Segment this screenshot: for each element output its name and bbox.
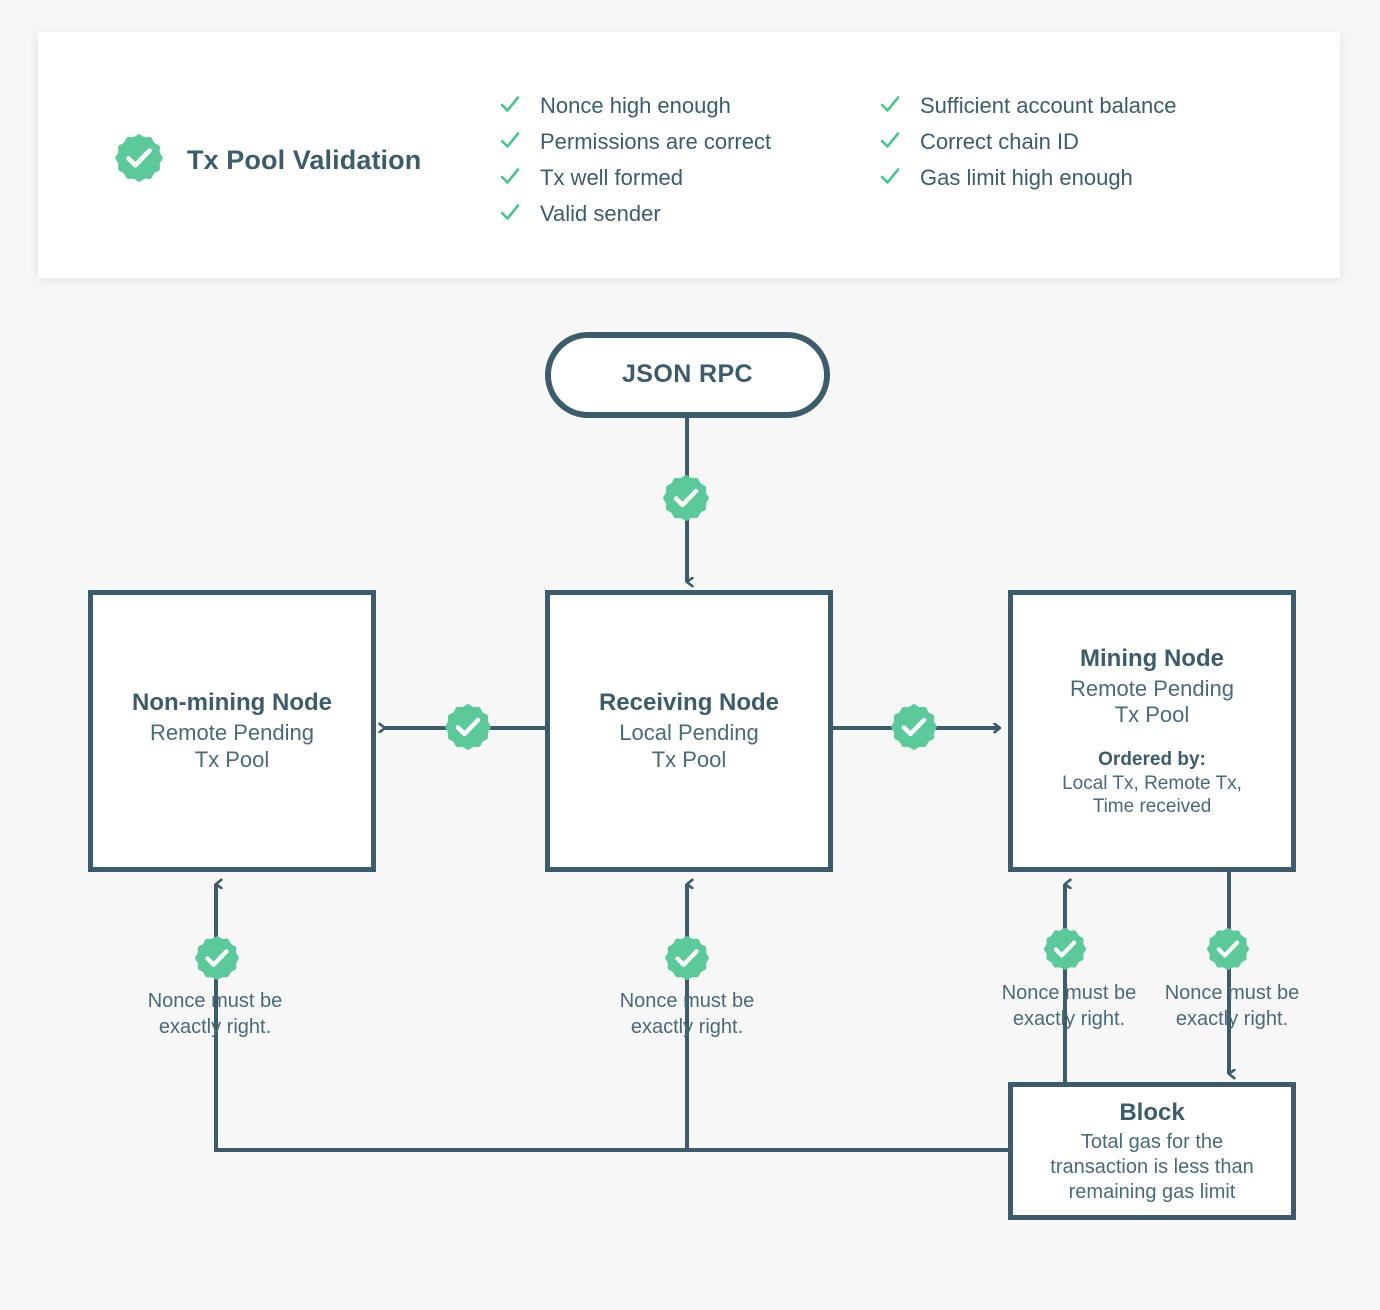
node-subtitle: Total gas for the transaction is less th…: [1050, 1130, 1254, 1203]
check-icon: [878, 128, 902, 157]
node-title: Non-mining Node: [132, 689, 332, 717]
validation-item-label: Sufficient account balance: [920, 93, 1177, 118]
validation-item: Tx well formed: [498, 160, 878, 196]
check-icon: [498, 128, 522, 157]
check-seal-icon: [663, 934, 711, 987]
node-json-rpc[interactable]: JSON RPC: [545, 332, 830, 418]
node-ordered-by-label: Ordered by:: [1098, 749, 1206, 771]
edge-note-non-mining: Nonce must be exactly right.: [147, 990, 283, 1038]
validation-item: Sufficient account balance: [878, 88, 1298, 124]
validation-column-1: Nonce high enough Permissions are correc…: [498, 88, 878, 232]
validation-item-label: Gas limit high enough: [920, 165, 1133, 190]
check-seal-icon: [889, 702, 939, 757]
check-icon: [498, 164, 522, 193]
validation-check-list: Nonce high enough Permissions are correc…: [498, 88, 1318, 232]
node-mining[interactable]: Mining Node Remote Pending Tx Pool Order…: [1008, 590, 1296, 872]
validation-item: Nonce high enough: [498, 88, 878, 124]
node-title: Mining Node: [1080, 644, 1224, 672]
tx-pool-validation-card: Tx Pool Validation Nonce high enough: [38, 32, 1340, 278]
edge-note-mining-to-block: Nonce must be exactly right.: [1164, 982, 1300, 1030]
node-ordered-by-body: Local Tx, Remote Tx, Time received: [1062, 773, 1242, 818]
validation-item: Valid sender: [498, 196, 878, 232]
validation-item: Permissions are correct: [498, 124, 878, 160]
node-subtitle: Remote Pending Tx Pool: [150, 720, 314, 772]
node-title: Receiving Node: [598, 689, 780, 717]
edge-note-mining: Nonce must be exactly right.: [1001, 982, 1137, 1030]
node-title: JSON RPC: [621, 360, 753, 389]
check-icon: [498, 92, 522, 121]
node-block[interactable]: Block Total gas for the transaction is l…: [1008, 1082, 1296, 1220]
validation-item: Correct chain ID: [878, 124, 1298, 160]
check-seal-icon: [1205, 926, 1251, 977]
validation-item-label: Valid sender: [540, 201, 661, 226]
node-non-mining[interactable]: Non-mining Node Remote Pending Tx Pool: [88, 590, 376, 872]
node-subtitle: Local Pending Tx Pool: [619, 720, 759, 772]
check-icon: [498, 200, 522, 229]
check-seal-icon: [193, 934, 241, 987]
check-seal-icon: [1042, 926, 1088, 977]
edge-note-receiving: Nonce must be exactly right.: [619, 990, 755, 1038]
card-brand: Tx Pool Validation: [113, 132, 421, 189]
validation-item-label: Nonce high enough: [540, 93, 731, 118]
validation-item-label: Tx well formed: [540, 165, 684, 190]
page-title: Tx Pool Validation: [187, 145, 422, 175]
check-seal-icon: [443, 702, 493, 757]
validation-column-2: Sufficient account balance Correct chain…: [878, 88, 1298, 232]
validation-item: Gas limit high enough: [878, 160, 1298, 196]
node-subtitle: Remote Pending Tx Pool: [1070, 675, 1234, 728]
node-title: Block: [1119, 1098, 1185, 1126]
check-seal-icon: [661, 473, 711, 528]
node-receiving[interactable]: Receiving Node Local Pending Tx Pool: [545, 590, 833, 872]
check-seal-icon: [113, 132, 165, 189]
validation-item-label: Permissions are correct: [540, 129, 772, 154]
check-icon: [878, 164, 902, 193]
check-icon: [878, 92, 902, 121]
validation-item-label: Correct chain ID: [920, 129, 1079, 154]
